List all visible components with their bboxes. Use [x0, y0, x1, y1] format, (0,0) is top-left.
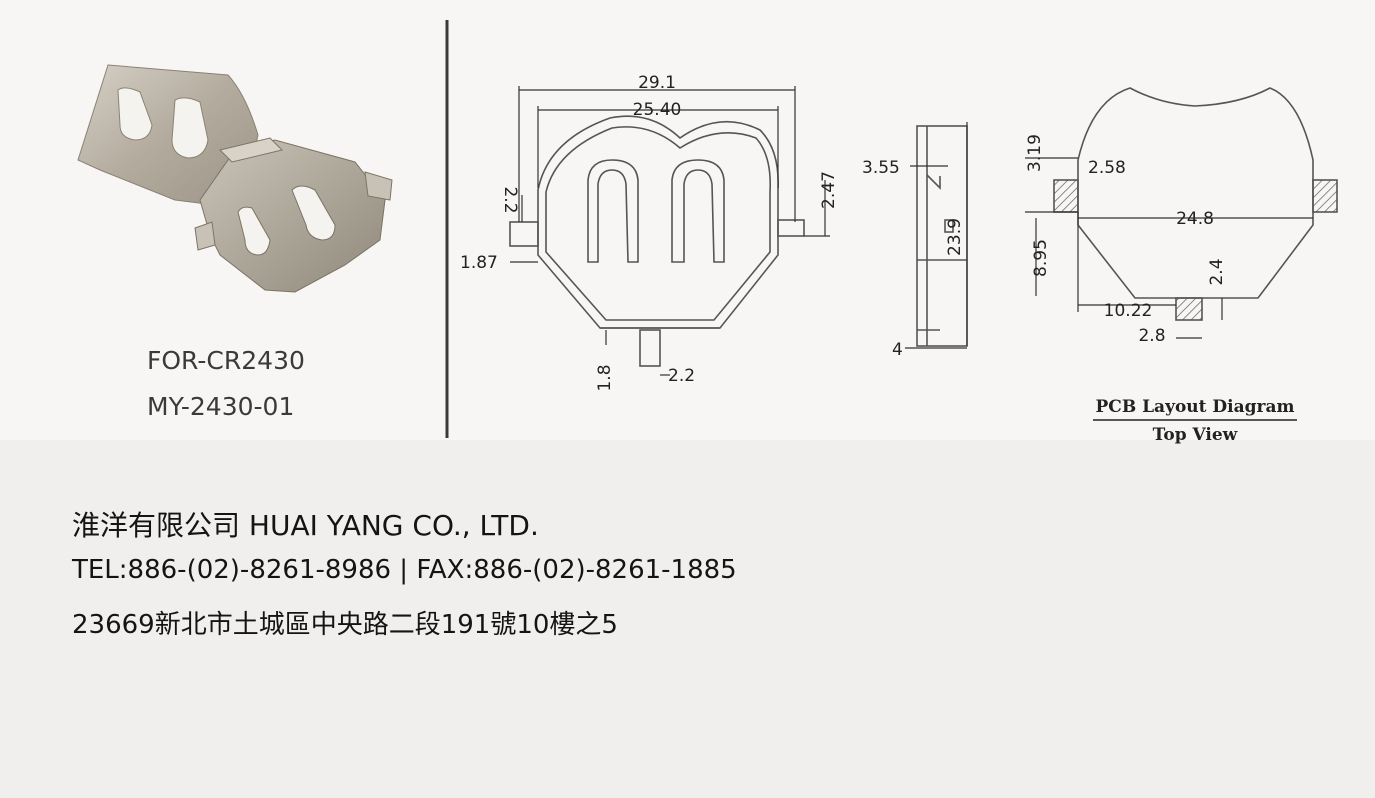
model-line-2: MY-2430-01 — [147, 392, 295, 421]
dim-bottom-tab-width: 2.2 — [668, 366, 695, 386]
dim-base: 4 — [892, 340, 903, 360]
model-line-1: FOR-CR2430 — [147, 346, 305, 375]
pcb-layout-view — [1053, 87, 1338, 321]
dim-left-tab-height: 2.2 — [500, 186, 520, 213]
dim-pad-span: 24.8 — [1176, 209, 1214, 229]
dim-vertical-offset: 8.95 — [1031, 239, 1051, 277]
pcb-caption-title: PCB Layout Diagram — [1096, 397, 1295, 417]
dim-tab-offset: 3.55 — [862, 158, 900, 178]
technical-drawing: 29.1 25.40 2.2 1.87 2.47 1.8 2.2 3.55 23… — [77, 20, 1338, 445]
dim-height: 23.9 — [945, 218, 965, 256]
front-dimension-lines — [510, 86, 830, 376]
company-address: 23669新北市土城區中央路二段191號10樓之5 — [72, 610, 618, 640]
dim-overall-width: 29.1 — [638, 73, 676, 93]
dim-bottom-pad-height: 2.4 — [1207, 258, 1227, 285]
company-contact: TEL:886-(02)-8261-8986 | FAX:886-(02)-82… — [72, 555, 737, 585]
dim-bottom-pad-width: 2.8 — [1138, 326, 1165, 346]
dim-top-gap: 3.19 — [1025, 134, 1045, 172]
dim-left-offset: 1.87 — [460, 253, 498, 273]
pcb-dimension-lines — [1025, 157, 1313, 339]
dim-bottom-offset: 10.22 — [1104, 301, 1153, 321]
company-name: 淮洋有限公司 HUAI YANG CO., LTD. — [72, 509, 539, 542]
front-view — [509, 115, 805, 367]
product-photo — [77, 64, 393, 293]
side-dimension-lines — [905, 122, 968, 349]
pcb-caption-subtitle: Top View — [1153, 425, 1238, 445]
dim-body-width: 25.40 — [633, 100, 682, 120]
dim-right-tab-height: 2.47 — [819, 171, 839, 209]
dim-bottom-tab-offset: 1.8 — [595, 364, 615, 391]
dim-pad-width: 2.58 — [1088, 158, 1126, 178]
